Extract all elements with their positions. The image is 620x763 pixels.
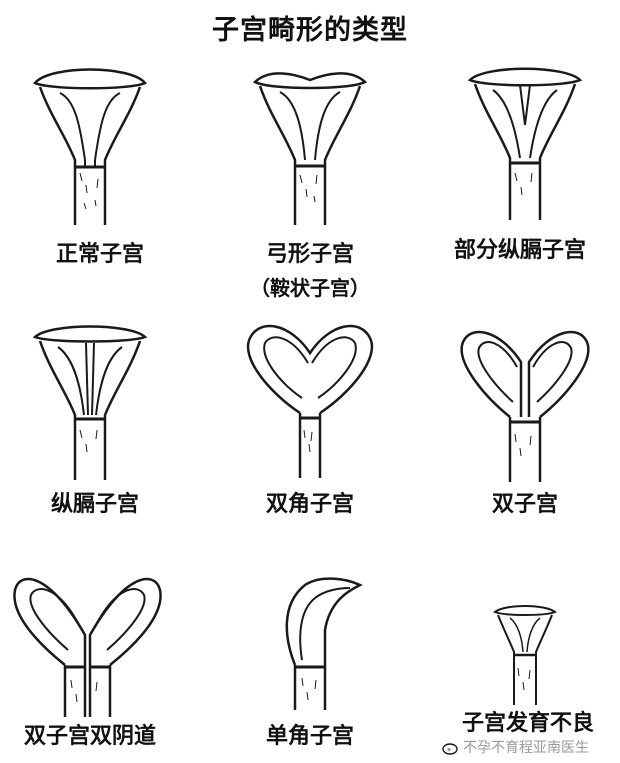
didelphys-double-vagina-illustration [13, 577, 162, 717]
watermark-text: 不孕不育程亚南医生 [463, 740, 589, 756]
septate-uterus-label: 纵膈子宫 [50, 492, 139, 517]
septate-uterus-illustration [32, 325, 148, 480]
bicornuate-uterus-illustration [246, 324, 374, 478]
didelphys-uterus-label: 双子宫 [491, 492, 558, 517]
arcuate-uterus-illustration [252, 72, 368, 225]
weibo-icon [442, 743, 458, 755]
arcuate-uterus-label: 弓形子宫 [265, 242, 354, 267]
normal-uterus-label: 正常子宫 [55, 242, 144, 267]
watermark: 不孕不育程亚南医生 [442, 737, 589, 757]
bicornuate-uterus-label: 双角子宫 [265, 492, 354, 517]
arcuate-uterus-alt-name: （鞍状子宫） [250, 276, 370, 300]
partial-septate-uterus-illustration [467, 67, 583, 220]
hypoplastic-uterus-illustration [493, 605, 557, 705]
didelphys-uterus-illustration [460, 330, 590, 482]
hypoplastic-uterus-label: 子宫发育不良 [461, 711, 594, 736]
diagram-title: 子宫畸形的类型 [212, 15, 408, 46]
unicornuate-uterus-label: 单角子宫 [265, 724, 354, 749]
unicornuate-uterus-illustration [285, 577, 363, 710]
normal-uterus-illustration [32, 68, 148, 225]
didelphys-double-vagina-label: 双子宫双阴道 [23, 724, 156, 749]
partial-septate-uterus-label: 部分纵膈子宫 [453, 238, 586, 263]
